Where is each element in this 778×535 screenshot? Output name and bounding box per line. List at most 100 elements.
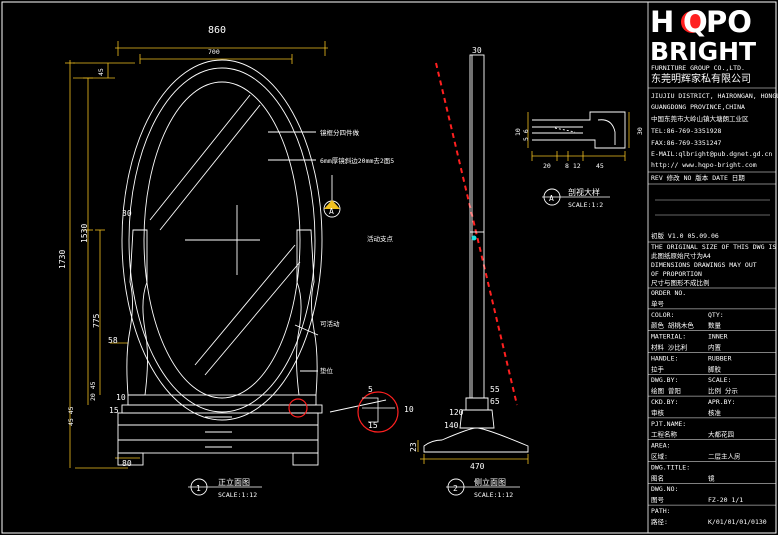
tb-label: AREA: xyxy=(651,442,671,450)
side-dim-120: 120 xyxy=(449,408,464,417)
rev-row: 初版 V1.0 05.09.06 xyxy=(651,231,719,240)
tb-label: 工程名称 xyxy=(651,430,678,439)
tb-label: HANDLE: xyxy=(651,354,678,362)
fax: FAX:86-769-3351247 xyxy=(651,139,722,147)
dim-775: 775 xyxy=(92,313,101,328)
pivot-point xyxy=(471,235,477,241)
svg-text:BRIGHT: BRIGHT xyxy=(650,37,756,66)
tb-value: QTY: xyxy=(708,311,724,319)
dim-80: 80 xyxy=(122,459,132,468)
side-dim-30: 30 xyxy=(472,46,482,55)
note-3: DIMENSIONS DRAWINGS MAY OUT xyxy=(651,261,757,269)
sec-dim-20: 20 xyxy=(543,162,551,170)
addr-cn: 中国东莞市大岭山镇大塘朗工业区 xyxy=(651,114,749,123)
tb-label: COLOR: xyxy=(651,311,674,319)
detail-dim-5: 5 xyxy=(368,385,373,394)
side-dim-470: 470 xyxy=(470,462,485,471)
title-block: H Q PO BRIGHT FURNITURE GROUP CO.,LTD. 东… xyxy=(647,2,778,533)
side-view-title: 2 侧立面图 SCALE:1:12 xyxy=(446,477,520,499)
tb-label: 颜色 胡桃木色 xyxy=(651,321,694,330)
sec-dim-45: 45 xyxy=(596,162,604,170)
dim-10: 10 xyxy=(116,393,126,402)
note-2: 此图纸原始尺寸为A4 xyxy=(651,251,711,260)
dim-1730: 1730 xyxy=(58,250,67,269)
tb-label: DWG.BY: xyxy=(651,376,678,384)
callout-pivot: 活动支点 xyxy=(367,234,394,243)
tb-value: 镜 xyxy=(708,473,715,482)
dim-700: 700 xyxy=(208,48,220,56)
svg-text:H: H xyxy=(650,5,674,39)
callout-frame: 镜框分四件做 xyxy=(320,128,360,137)
side-dim-65: 65 xyxy=(490,397,500,406)
dim-20-45: 20 45 xyxy=(89,381,97,401)
sec-dim-10: 10 xyxy=(514,128,522,136)
side-dim-23: 23 xyxy=(409,442,418,452)
tb-value: 内置 xyxy=(708,343,722,352)
note-1: THE ORIGINAL SIZE OF THIS DWG IS A4 xyxy=(651,243,778,251)
tb-value: 数量 xyxy=(708,321,722,330)
dim-15: 15 xyxy=(109,406,119,415)
detail-circle-large xyxy=(357,391,399,433)
tb-label: PATH: xyxy=(651,507,671,515)
company-logo: H Q PO BRIGHT FURNITURE GROUP CO.,LTD. 东… xyxy=(650,5,756,85)
tb-label: ORDER NO. xyxy=(651,289,686,297)
dim-30: 30 xyxy=(122,209,132,218)
detail-circle-small xyxy=(288,398,308,418)
addr-1: JIUJIU DISTRICT, HAIRONGAN, HONGUAN xyxy=(651,92,778,100)
tb-value: FZ-20 1/1 xyxy=(708,496,743,504)
svg-text:SCALE:1:12: SCALE:1:12 xyxy=(218,491,257,499)
tb-value: 核准 xyxy=(708,408,722,417)
svg-text:PO: PO xyxy=(706,5,752,39)
note-4: OF PROPORTION xyxy=(651,270,702,278)
dim-860: 860 xyxy=(208,25,226,36)
svg-text:Q: Q xyxy=(683,5,708,39)
tb-value: 比例 分示 xyxy=(708,386,738,395)
tilt-line xyxy=(435,62,518,406)
callout-cushion: 垫位 xyxy=(320,366,334,375)
svg-text:侧立面图: 侧立面图 xyxy=(474,477,506,487)
rev-header: REV 修改 NO 版本 DATE 日期 xyxy=(651,173,745,182)
callout-movable: 可活动 xyxy=(320,319,340,328)
sec-dim-812: 8 12 xyxy=(565,162,581,170)
svg-text:剖视大样: 剖视大样 xyxy=(568,187,600,197)
side-dim-55: 55 xyxy=(490,385,500,394)
tb-label: 绘图 曾阳 xyxy=(651,386,681,395)
detail-dim-15: 15 xyxy=(368,421,378,430)
tb-value: SCALE: xyxy=(708,376,731,384)
tb-label: DWG.TITLE: xyxy=(651,463,690,471)
tb-label: MATERIAL: xyxy=(651,333,686,341)
detail-dim-10: 10 xyxy=(404,405,414,414)
svg-text:2: 2 xyxy=(453,484,458,493)
dim-58: 58 xyxy=(108,336,118,345)
tb-label: CKD.BY: xyxy=(651,398,678,406)
tb-label: 单号 xyxy=(651,299,665,308)
addr-2: GUANGDONG PROVINCE,CHINA xyxy=(651,103,745,111)
tb-label: 区域: xyxy=(651,452,668,461)
tb-value: 脚胶 xyxy=(708,364,722,373)
dim-45-45: 45 45 xyxy=(67,406,75,426)
svg-text:FURNITURE GROUP CO.,LTD.: FURNITURE GROUP CO.,LTD. xyxy=(651,64,745,72)
tb-label: DWG.NO: xyxy=(651,485,678,493)
section-detail: 10 5 6 30 20 8 12 45 A 剖视大样 SCALE:1:2 xyxy=(514,111,644,209)
svg-text:1: 1 xyxy=(196,484,201,493)
tb-label: 图名 xyxy=(651,473,664,482)
svg-text:SCALE:1:12: SCALE:1:12 xyxy=(474,491,513,499)
logo-q-circle xyxy=(681,11,703,33)
dim-1530: 1530 xyxy=(80,224,89,243)
svg-text:SCALE:1:2: SCALE:1:2 xyxy=(568,201,603,209)
tb-value: 大都花园 xyxy=(708,430,734,439)
svg-text:东莞明辉家私有限公司: 东莞明辉家私有限公司 xyxy=(651,72,751,85)
sec-dim-56: 5 6 xyxy=(522,129,530,141)
tb-value: K/01/01/01/0130 xyxy=(708,518,767,526)
section-title: A 剖视大样 SCALE:1:2 xyxy=(542,187,610,209)
tb-label: 审核 xyxy=(651,408,665,417)
tb-value: RUBBER xyxy=(708,354,732,362)
marker-letter: A xyxy=(329,207,334,216)
tb-label: 材料 沙比利 xyxy=(651,343,687,352)
tb-label: 图号 xyxy=(651,496,665,504)
tb-value: 二层主人房 xyxy=(708,452,741,461)
tb-label: 拉手 xyxy=(651,364,665,373)
